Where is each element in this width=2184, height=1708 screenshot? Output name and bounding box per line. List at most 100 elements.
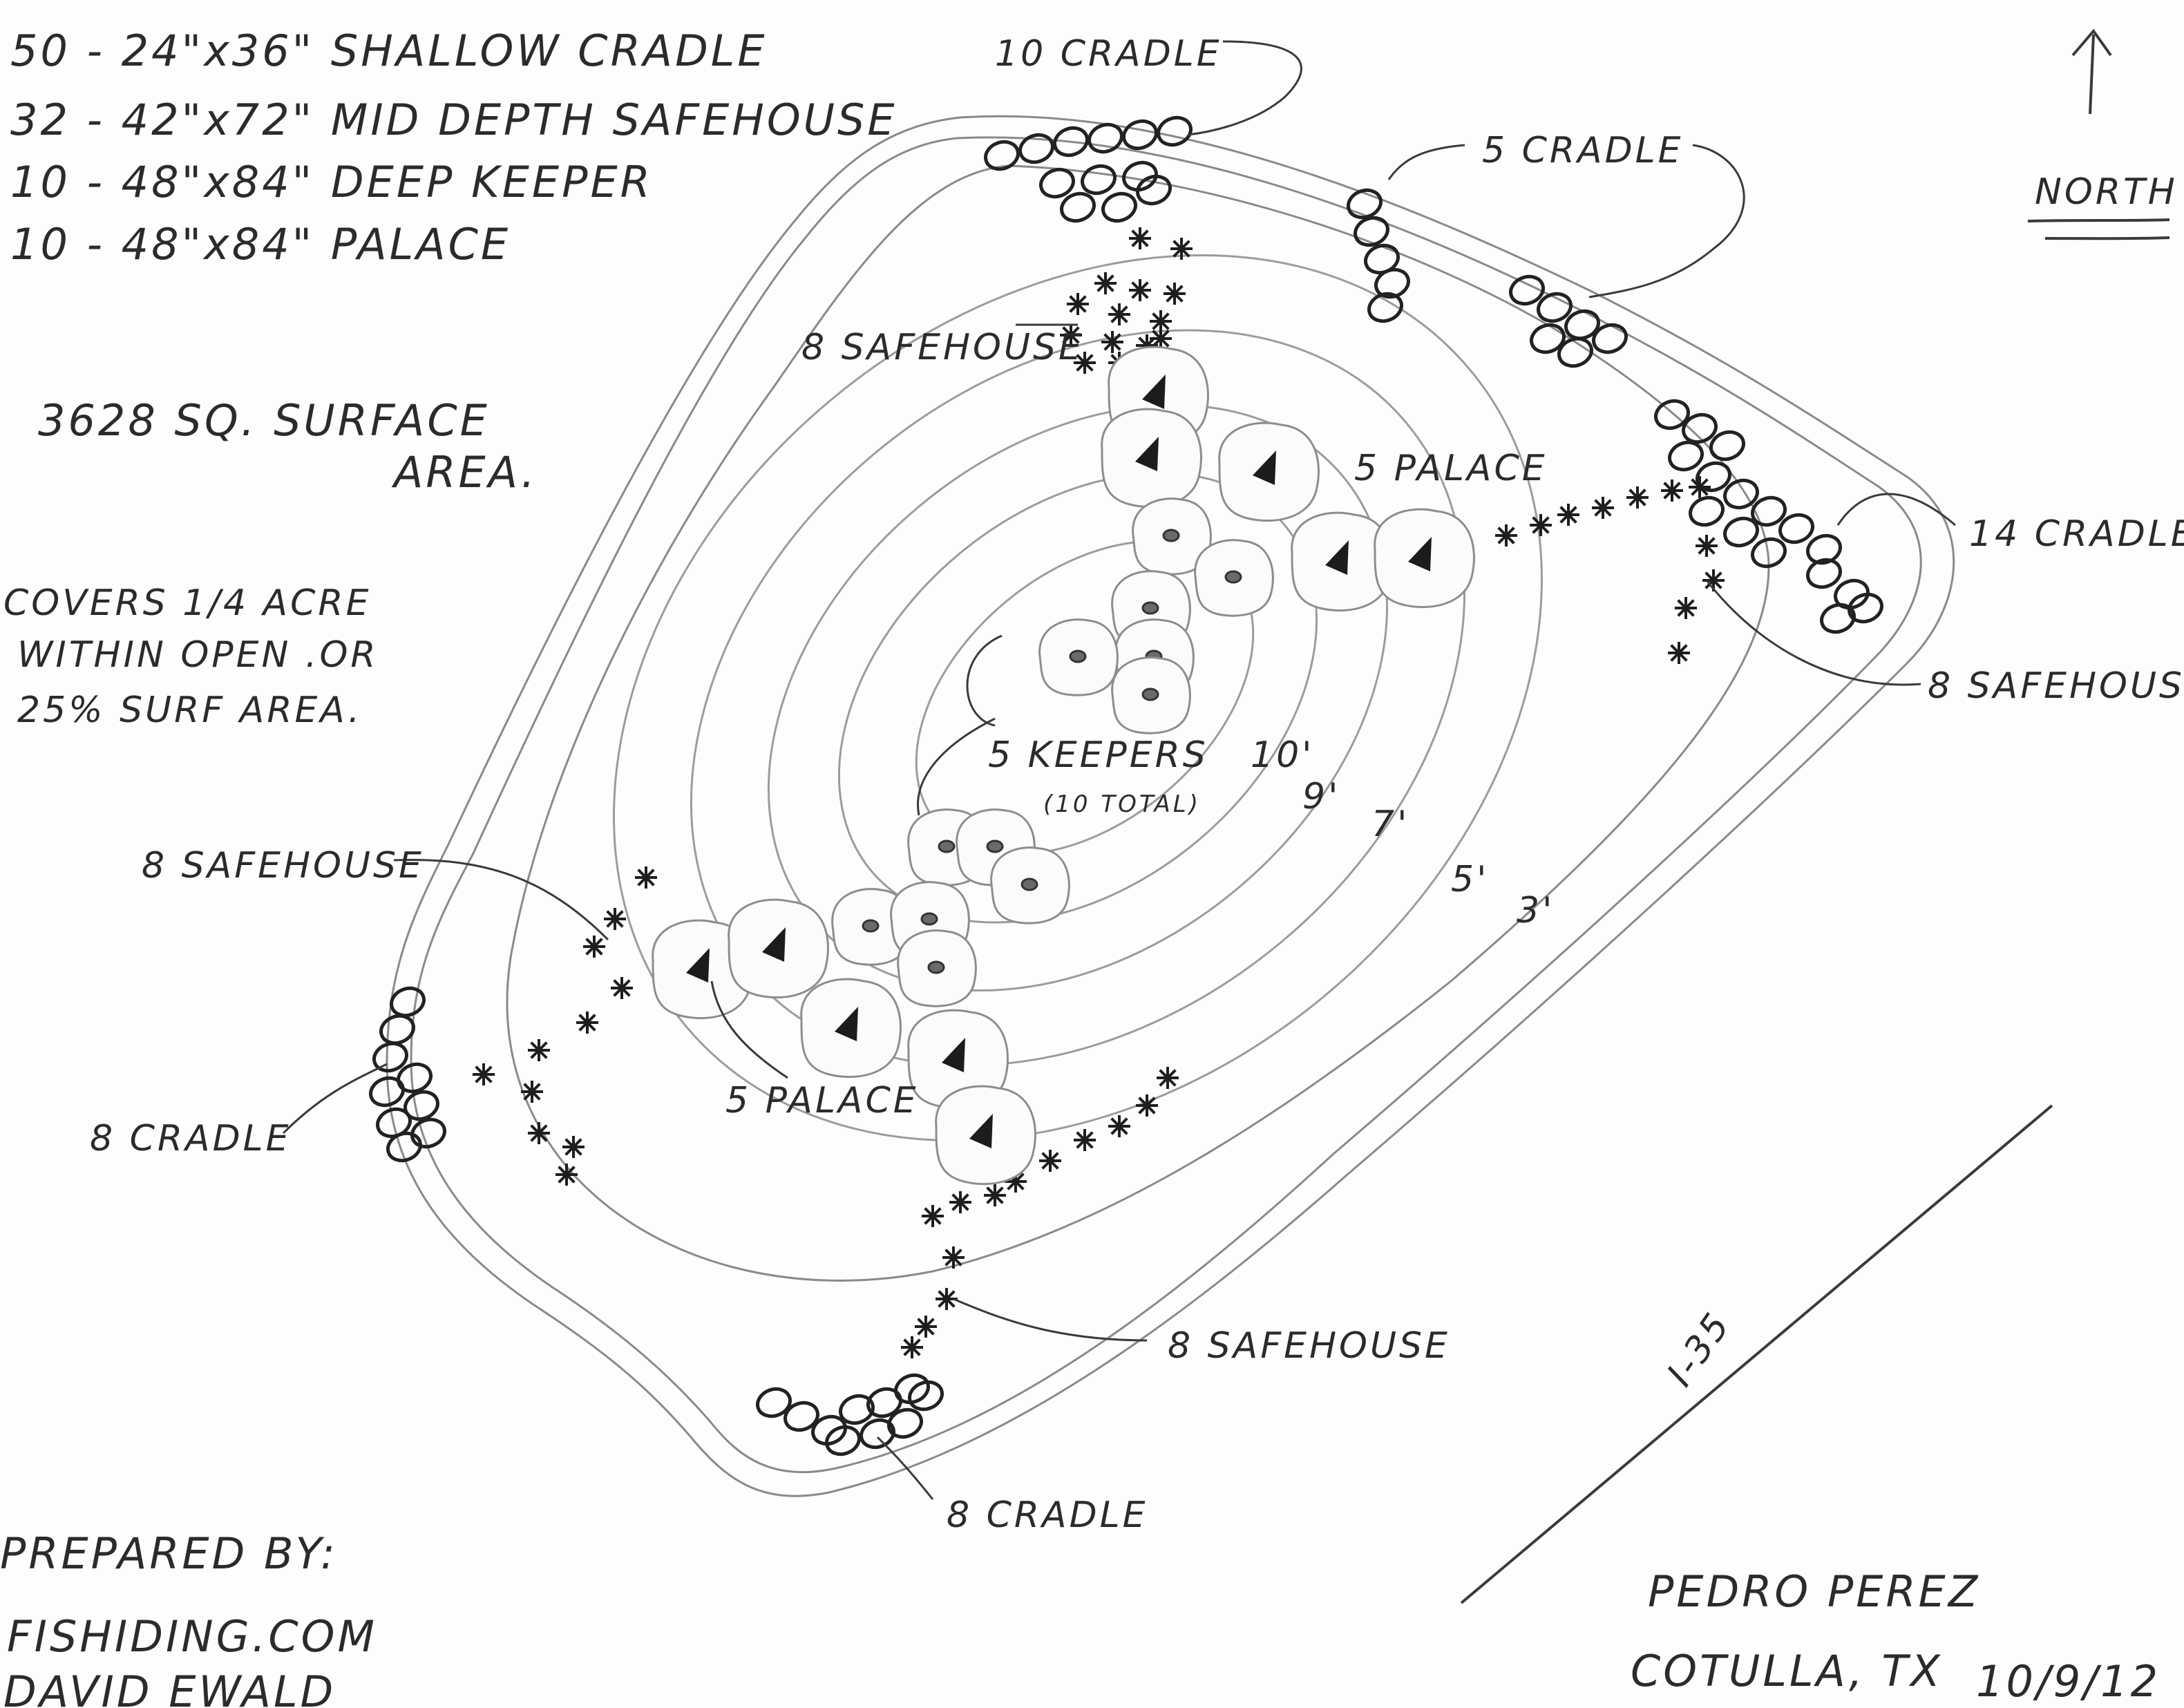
cradle-mark <box>1088 122 1123 154</box>
cradle-mark <box>1367 292 1403 323</box>
cradle-mark <box>908 1380 944 1412</box>
cradle-mark <box>825 1425 861 1456</box>
keeper-mark <box>1132 497 1212 576</box>
cradle-mark <box>1848 592 1883 624</box>
safehouse-mark <box>936 1288 958 1310</box>
safehouse-mark <box>915 1316 937 1338</box>
highway-line <box>1460 1104 2053 1604</box>
palace-mark <box>1101 408 1202 509</box>
safehouse-mark <box>1661 480 1683 502</box>
cradle-mark <box>1081 164 1117 196</box>
safehouse-mark <box>1129 227 1151 249</box>
cradle-mark <box>1696 461 1731 493</box>
safehouse-mark <box>1157 1067 1179 1089</box>
cradle-mark <box>839 1394 875 1425</box>
safehouse-mark <box>473 1063 495 1085</box>
keeper-mark <box>1111 656 1191 734</box>
cradle-mark <box>1530 323 1566 354</box>
safehouse-mark <box>1150 310 1172 332</box>
contour-3ft <box>612 254 1544 1142</box>
safehouse-mark <box>1557 504 1579 526</box>
safehouse-mark <box>521 1081 543 1103</box>
palace-mark <box>1218 421 1320 522</box>
cradle-mark <box>887 1407 923 1439</box>
cradle-mark <box>397 1062 433 1094</box>
label-keepers-total: (10 TOTAL) <box>1043 790 1201 818</box>
depth-label-10ft: 10' <box>1251 734 1314 776</box>
safehouse-mark <box>922 1205 944 1227</box>
safehouse-mark <box>1108 303 1130 325</box>
cradle-mark <box>1018 133 1054 164</box>
legend-keeper: 10 - 48"x84" DEEP KEEPER <box>10 157 653 207</box>
plan-date: 10/9/12 <box>1976 1656 2161 1707</box>
label-8-safehouse-south: 8 SAFEHOUSE <box>1168 1325 1450 1367</box>
safehouse-mark <box>576 1012 598 1034</box>
keeper-mark <box>1038 618 1119 696</box>
label-5-palace-ne: 5 PALACE <box>1354 448 1548 489</box>
north-label: NORTH <box>2035 171 2178 213</box>
cradle-mark <box>1820 602 1856 634</box>
palace-structures <box>652 345 1475 1186</box>
safehouse-mark <box>1696 535 1718 557</box>
safehouse-mark <box>1094 272 1117 294</box>
palace-mark <box>728 898 829 999</box>
cradle-mark <box>1778 513 1814 544</box>
safehouse-mark <box>1668 642 1690 664</box>
cradle-mark <box>1709 430 1745 462</box>
safehouse-mark <box>1530 514 1552 536</box>
safehouse-mark <box>1108 1115 1130 1137</box>
cradle-mark <box>1136 174 1172 206</box>
safehouse-mark <box>1689 476 1711 498</box>
keeper-structures <box>831 497 1274 1007</box>
cradle-mark <box>1654 399 1690 430</box>
cradle-mark <box>1689 495 1725 527</box>
safehouse-mark <box>942 1246 965 1269</box>
cradle-mark <box>984 140 1020 171</box>
client-location: COTULLA, TX <box>1631 1646 1943 1696</box>
leader-lines <box>282 40 1956 1500</box>
label-8-cradle-west: 8 CRADLE <box>90 1118 292 1159</box>
credits-line1: PREPARED BY: <box>0 1528 338 1579</box>
safehouse-mark <box>1626 486 1649 509</box>
cradle-mark <box>1668 440 1704 472</box>
safehouse-mark <box>1136 1094 1158 1117</box>
keeper-mark <box>1194 539 1274 617</box>
safehouse-mark <box>1067 293 1089 315</box>
label-14-cradle: 14 CRADLE <box>1969 513 2184 555</box>
safehouse-mark <box>901 1336 923 1358</box>
legend-cradle: 50 - 24"x36" SHALLOW CRADLE <box>10 26 768 76</box>
label-5-keepers: 5 KEEPERS <box>988 734 1208 776</box>
depth-label-9ft: 9' <box>1302 776 1340 817</box>
safehouse-mark <box>1074 352 1096 374</box>
safehouse-mark <box>1074 1129 1096 1151</box>
safehouse-mark <box>1592 497 1614 519</box>
cradle-mark <box>1060 191 1096 223</box>
cradle-mark <box>410 1117 446 1149</box>
client-name: PEDRO PEREZ <box>1648 1566 1980 1617</box>
cradle-mark <box>1723 516 1759 548</box>
credits-line3: DAVID EWALD <box>3 1667 336 1708</box>
cradle-mark <box>1101 191 1137 223</box>
depth-label-5ft: 5' <box>1451 859 1489 900</box>
safehouse-mark <box>528 1122 550 1144</box>
depth-label-3ft: 3' <box>1517 890 1555 931</box>
palace-mark <box>652 919 753 1020</box>
north-arrow <box>2027 28 2170 240</box>
cradle-mark <box>1509 274 1545 306</box>
label-10-cradle: 10 CRADLE <box>995 33 1222 75</box>
cradle-mark <box>1347 188 1383 220</box>
palace-mark <box>1374 508 1475 609</box>
label-5-cradle: 5 CRADLE <box>1482 130 1684 171</box>
coverage-line2: WITHIN OPEN .OR <box>17 634 379 676</box>
safehouse-mark <box>1101 331 1123 353</box>
safehouse-mark <box>1170 238 1193 260</box>
cradle-mark <box>1564 309 1600 341</box>
cradle-mark <box>372 1041 408 1073</box>
coverage-line3: 25% SURF AREA. <box>17 690 362 731</box>
palace-mark <box>1291 511 1392 612</box>
cradle-mark <box>866 1387 902 1418</box>
cradle-mark <box>1122 119 1158 151</box>
cradle-mark <box>1751 495 1787 527</box>
credits-line2: FISHIDING.COM <box>7 1611 377 1662</box>
cradle-mark <box>1557 336 1593 368</box>
